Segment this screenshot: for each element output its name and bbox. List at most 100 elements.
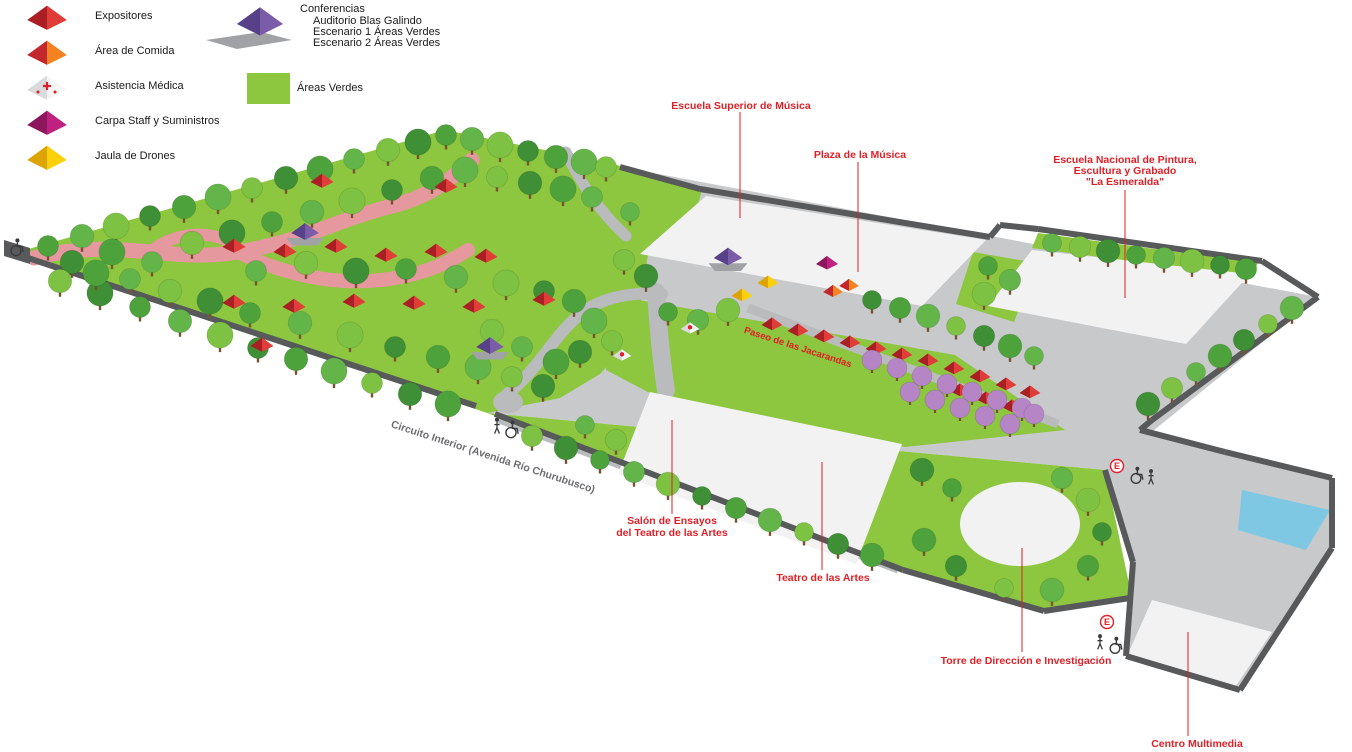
park-tree [157, 278, 183, 304]
campus-tree [915, 303, 941, 329]
parking-e-letter: E [1114, 461, 1120, 471]
legend-label-areas-verdes: Áreas Verdes [297, 82, 364, 94]
campus-tree [1210, 255, 1230, 275]
conference-tent [476, 337, 490, 354]
wheelchair-icon [505, 426, 517, 439]
person-icon [493, 421, 501, 434]
park-tree [434, 390, 462, 418]
campus-tree [757, 507, 783, 533]
park-tree [283, 346, 309, 372]
expositores-tent [462, 298, 474, 313]
expositores-tent [285, 243, 297, 258]
perimeter-wall [1123, 561, 1136, 657]
park-tree [381, 179, 403, 201]
campus-tree [994, 578, 1014, 598]
campus-tree [942, 478, 962, 498]
campus-tree [1179, 248, 1205, 274]
park-tree [239, 302, 261, 324]
park-tree [517, 170, 543, 196]
park-tree [543, 144, 569, 170]
wheelchair-icon [1109, 642, 1121, 654]
expositores-tent [436, 243, 448, 258]
medical-dot [53, 90, 57, 94]
park-tree [82, 259, 110, 287]
expositores-tent [995, 377, 1006, 391]
expositores-tent [917, 353, 928, 367]
park-tree [69, 223, 95, 249]
drones-tent [768, 275, 779, 289]
expositores-tent [374, 247, 386, 262]
jacaranda-tree [974, 405, 996, 427]
expositores-tent [902, 347, 913, 361]
jacaranda-tree [899, 381, 921, 403]
expositores-tent [273, 243, 285, 258]
conference-stage [708, 263, 748, 271]
expositores-tent [839, 335, 850, 349]
expositores-tent [234, 294, 246, 309]
person-icon [1098, 634, 1102, 639]
expositores-tent [234, 238, 246, 253]
park-tree [171, 194, 197, 220]
expositores-tent [342, 293, 354, 308]
pool [1238, 490, 1330, 550]
campus-tree [575, 415, 595, 435]
medical-tent [680, 322, 690, 334]
campus-tree [888, 296, 912, 320]
expositores-tent [222, 294, 234, 309]
campus-tree [1258, 314, 1278, 334]
jaula-drones-tent-glyph [47, 145, 67, 170]
medical-dot [36, 90, 40, 94]
campus-tree [724, 496, 748, 520]
park-tree [492, 269, 520, 297]
park-tree [443, 264, 469, 290]
perimeter-wall [699, 186, 991, 240]
asistencia-medica-tent-glyph [47, 75, 67, 100]
park-tree [425, 344, 451, 370]
label-esmeralda-line1: Escuela Nacional de Pintura, [1053, 154, 1197, 166]
carpa-staff-tent-glyph [27, 110, 47, 135]
label-plaza-musica: Plaza de la Música [814, 149, 906, 161]
campus-tree [1126, 245, 1146, 265]
campus-tree [1234, 257, 1258, 281]
jacaranda-tree [911, 365, 933, 387]
label-centro-multimedia: Centro Multimedia [1151, 738, 1243, 750]
conference-tent [490, 337, 504, 354]
entrance-circle-drive [493, 391, 523, 413]
medical-cross-glyph [43, 82, 51, 90]
campus-tree [1092, 522, 1112, 542]
carpa-staff-tent-glyph [47, 110, 67, 135]
esmeralda-slab [988, 250, 1250, 344]
park-tree [241, 177, 263, 199]
campus-tree [1279, 295, 1305, 321]
campus-tree [909, 457, 935, 483]
expositores-tent [876, 341, 887, 355]
campus-tree [1160, 376, 1184, 400]
expositores-tent [980, 369, 991, 383]
conference-tent [291, 223, 305, 240]
map-shapes: EE [4, 124, 1335, 693]
park-tree [595, 156, 617, 178]
expositores-tent [813, 329, 824, 343]
conference-stage [286, 238, 324, 246]
legend-label-jaula-drones: Jaula de Drones [95, 150, 176, 162]
campus-tree [1024, 346, 1044, 366]
campus-tree [911, 527, 937, 553]
park-tree [167, 308, 193, 334]
perimeter-wall [1139, 427, 1226, 455]
campus-tree [998, 268, 1022, 292]
perimeter-wall [1237, 546, 1335, 692]
campus-tree [1076, 554, 1100, 578]
legend-label-expositores: Expositores [95, 10, 153, 22]
staff-tent [816, 256, 827, 270]
food-tent [823, 284, 833, 297]
legend-title-conferencias: Conferencias [300, 3, 365, 15]
jacaranda-tree [999, 413, 1021, 435]
legend-label-area-comida: Área de Comida [95, 45, 175, 57]
park-tree [338, 187, 366, 215]
campus-tree [590, 450, 610, 470]
label-torre-direccion: Torre de Dirección e Investigación [941, 655, 1112, 667]
park-tree [451, 156, 479, 184]
legend: Expositores Área de Comida Asistencia Mé… [0, 0, 470, 185]
medical-tent [690, 322, 700, 334]
food-tent [839, 278, 849, 291]
